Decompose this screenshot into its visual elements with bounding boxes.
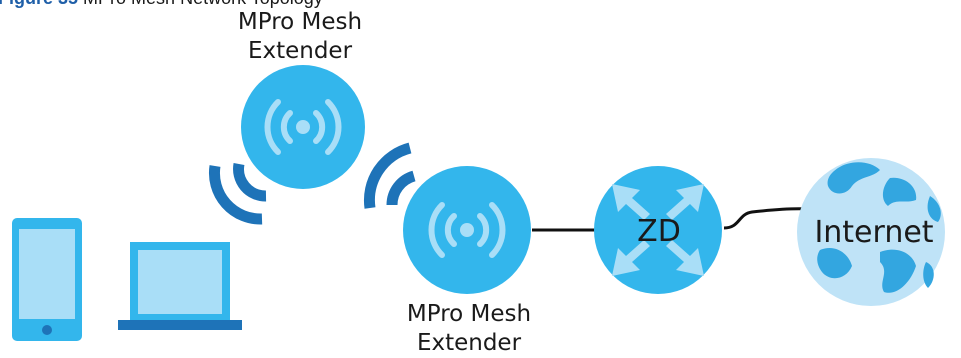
extender-bottom: MPro Mesh Extender [403, 166, 531, 356]
extender-top-label-line1: MPro Mesh [238, 9, 362, 35]
wifi-signal-icon [428, 202, 506, 258]
internet-node: Internet [797, 158, 945, 306]
router-node: ZD [594, 166, 722, 294]
internet-label: Internet [814, 215, 933, 250]
wifi-waves-left-icon [208, 162, 267, 225]
wifi-waves-middle-icon [363, 142, 416, 209]
extender-bottom-label-line2: Extender [417, 330, 522, 356]
link-router-internet [723, 207, 809, 230]
figure-label: Figure 35 [0, 0, 78, 8]
extender-bottom-label-line1: MPro Mesh [407, 301, 531, 327]
extender-top-label-line2: Extender [248, 38, 353, 64]
figure-caption: Figure 35 MPro Mesh Network Topology [0, 0, 323, 9]
laptop-icon [118, 242, 242, 330]
figure-title: MPro Mesh Network Topology [83, 0, 323, 8]
router-arrows-icon [612, 184, 704, 276]
extender-top: MPro Mesh Extender [238, 9, 365, 189]
wifi-signal-icon [264, 99, 342, 155]
router-label: ZD [637, 214, 681, 249]
globe-icon [817, 162, 941, 293]
phone-icon [12, 218, 82, 341]
